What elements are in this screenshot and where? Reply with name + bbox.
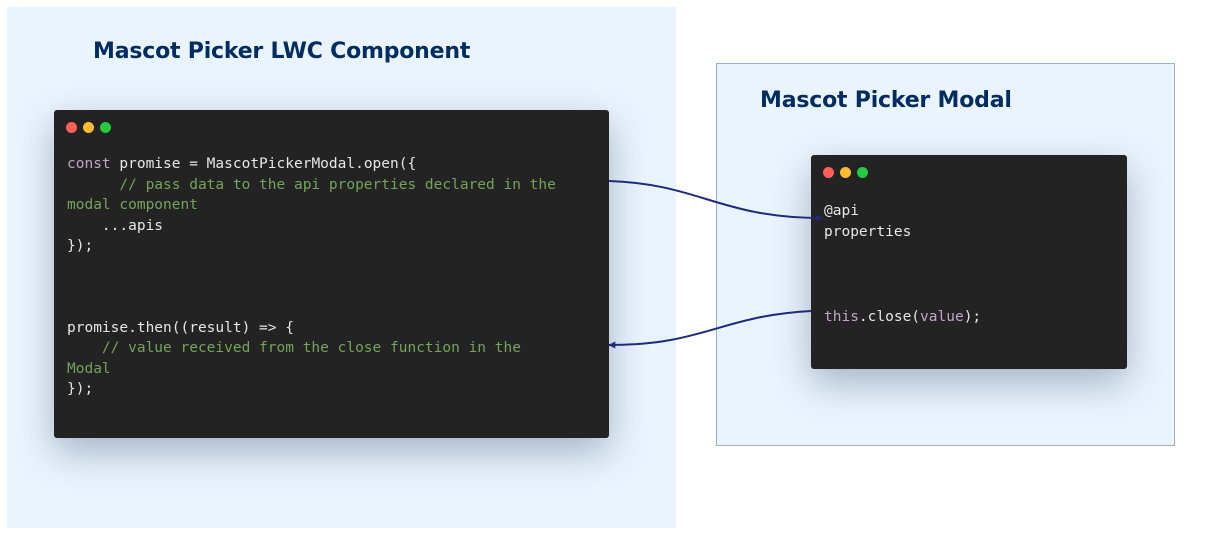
modal-code-line-1: @api	[824, 203, 859, 219]
modal-code-line-3: this.close(value);	[824, 307, 981, 328]
code-line-5: });	[67, 238, 94, 254]
code-argument: value	[920, 309, 964, 325]
code-text: );	[963, 309, 982, 325]
code-line-4: ...apis	[67, 217, 164, 234]
maximize-dot-icon	[857, 167, 868, 178]
maximize-dot-icon	[100, 122, 111, 133]
close-dot-icon	[66, 122, 77, 133]
code-line-1: const promise = MascotPickerModal.open({	[67, 154, 416, 175]
code-text: promise = MascotPickerModal.open({	[110, 156, 417, 172]
code-line-6: promise.then((result) => {	[67, 319, 294, 336]
minimize-dot-icon	[840, 167, 851, 178]
close-value-arrow	[608, 310, 812, 349]
code-line-9: });	[67, 381, 94, 397]
open-data-arrow	[608, 180, 823, 222]
window-controls	[823, 167, 868, 178]
modal-title: Mascot Picker Modal	[760, 88, 1012, 113]
modal-code-editor: @api properties this.close(value);	[811, 155, 1127, 369]
modal-code-line-2: properties	[824, 224, 912, 240]
lwc-component-title: Mascot Picker LWC Component	[93, 39, 471, 64]
close-dot-icon	[823, 167, 834, 178]
code-keyword: const	[67, 156, 111, 172]
code-text: .close(	[858, 309, 921, 325]
code-keyword: this	[824, 309, 859, 325]
code-line-2: // pass data to the api properties decla…	[67, 176, 556, 193]
code-line-8: Modal	[67, 360, 111, 377]
lwc-code-editor: const promise = MascotPickerModal.open({…	[54, 110, 609, 438]
minimize-dot-icon	[83, 122, 94, 133]
window-controls	[66, 122, 111, 133]
code-line-7: // value received from the close functio…	[67, 340, 521, 356]
code-line-3: modal component	[67, 197, 198, 213]
